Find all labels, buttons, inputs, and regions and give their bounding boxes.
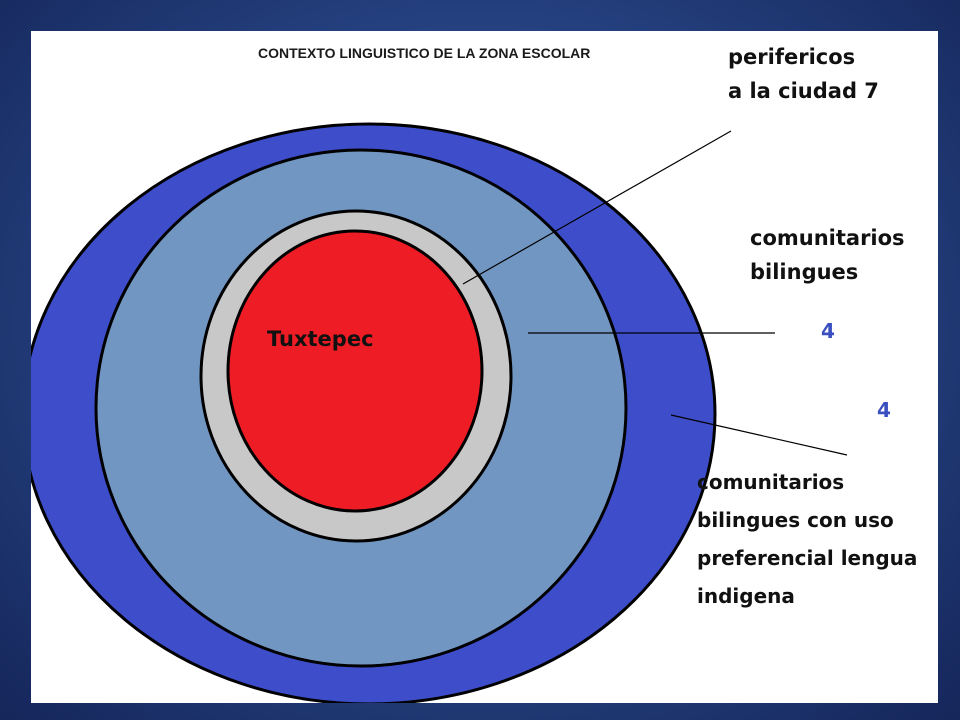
label-line: comunitarios bbox=[697, 470, 845, 494]
connector-comunitarios-uso bbox=[670, 414, 848, 456]
label-line: indigena bbox=[697, 584, 795, 608]
label-comunitarios-uso: comunitarios bilingues con uso preferenc… bbox=[697, 463, 917, 615]
count-comunitarios-uso: 4 bbox=[877, 398, 891, 422]
connector-perifericos bbox=[462, 130, 732, 285]
label-comunitarios: comunitarios bilingues bbox=[750, 221, 905, 289]
label-line: preferencial lengua bbox=[697, 546, 918, 570]
label-line: bilingues con uso bbox=[697, 508, 894, 532]
label-perifericos: perifericos a la ciudad 7 bbox=[728, 40, 879, 108]
label-line: bilingues bbox=[750, 260, 859, 284]
label-line: perifericos bbox=[728, 45, 856, 69]
core-circle bbox=[226, 229, 484, 513]
label-line: a la ciudad 7 bbox=[728, 79, 879, 103]
label-line: comunitarios bbox=[750, 226, 905, 250]
count-comunitarios: 4 bbox=[821, 319, 835, 343]
center-label: Tuxtepec bbox=[267, 327, 374, 351]
diagram-title: CONTEXTO LINGUISTICO DE LA ZONA ESCOLAR bbox=[258, 45, 591, 61]
concentric-rings-diagram bbox=[31, 122, 848, 703]
slide: CONTEXTO LINGUISTICO DE LA ZONA ESCOLAR … bbox=[31, 31, 938, 703]
